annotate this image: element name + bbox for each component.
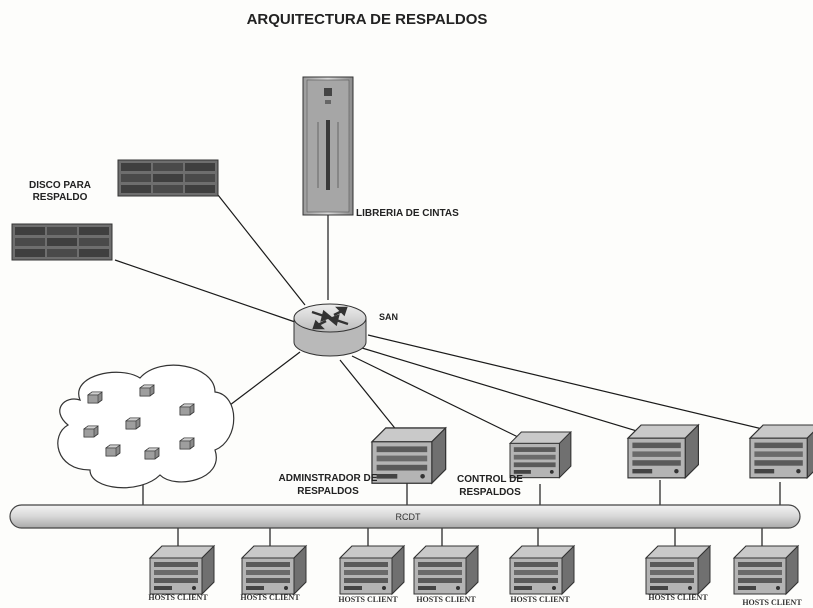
host-client-label: HOSTS CLIENT (416, 595, 476, 604)
host-client-label: HOSTS CLIENT (338, 595, 398, 604)
line-disk2-san (114, 259, 296, 323)
disk-array-icon (11, 223, 113, 261)
backbone-bus (9, 504, 801, 529)
admin-label-line2: RESPALDOS (297, 486, 359, 497)
host-client-server-icon (241, 545, 307, 595)
san-label: SAN (379, 312, 398, 322)
server-icon (509, 431, 572, 479)
line-disk1-san (217, 194, 306, 306)
connection-lines (114, 194, 781, 548)
line-san-control (351, 355, 521, 439)
line-san-admin (339, 359, 399, 433)
host-client-server-icon (413, 545, 479, 595)
host-client-label: HOSTS CLIENT (240, 593, 300, 602)
backbone-label: RCDT (396, 512, 421, 522)
host-client-label: HOSTS CLIENT (648, 593, 708, 602)
host-client-label: HOSTS CLIENT (510, 595, 570, 604)
control-label-line2: RESPALDOS (459, 487, 521, 498)
server-icon (749, 424, 813, 479)
host-client-label: HOSTS CLIENT (742, 598, 802, 607)
host-client-server-icon (645, 545, 711, 595)
server-icon (627, 424, 699, 479)
server-icon (371, 427, 447, 484)
control-label-line1: CONTROL DE (457, 474, 523, 485)
host-client-server-icon (509, 545, 575, 595)
disk-label-line1: DISCO PARA (29, 180, 91, 191)
tape-library-icon (302, 76, 354, 216)
router-icon (293, 303, 367, 357)
diagram-title: ARQUITECTURA DE RESPALDOS (247, 11, 488, 28)
host-client-server-icon (339, 545, 405, 595)
admin-label-line1: ADMINSTRADOR DE (279, 473, 378, 484)
line-san-server4 (367, 334, 776, 433)
disk-label-line2: RESPALDO (33, 192, 88, 203)
tape-library-label: LIBRERIA DE CINTAS (356, 208, 459, 219)
network-cloud-icon (57, 364, 235, 489)
line-san-cloud (229, 351, 301, 406)
host-client-server-icon (733, 545, 799, 595)
line-san-server3 (361, 347, 641, 433)
host-client-label: HOSTS CLIENT (148, 593, 208, 602)
disk-array-icon (117, 159, 219, 197)
host-client-server-icon (149, 545, 215, 595)
